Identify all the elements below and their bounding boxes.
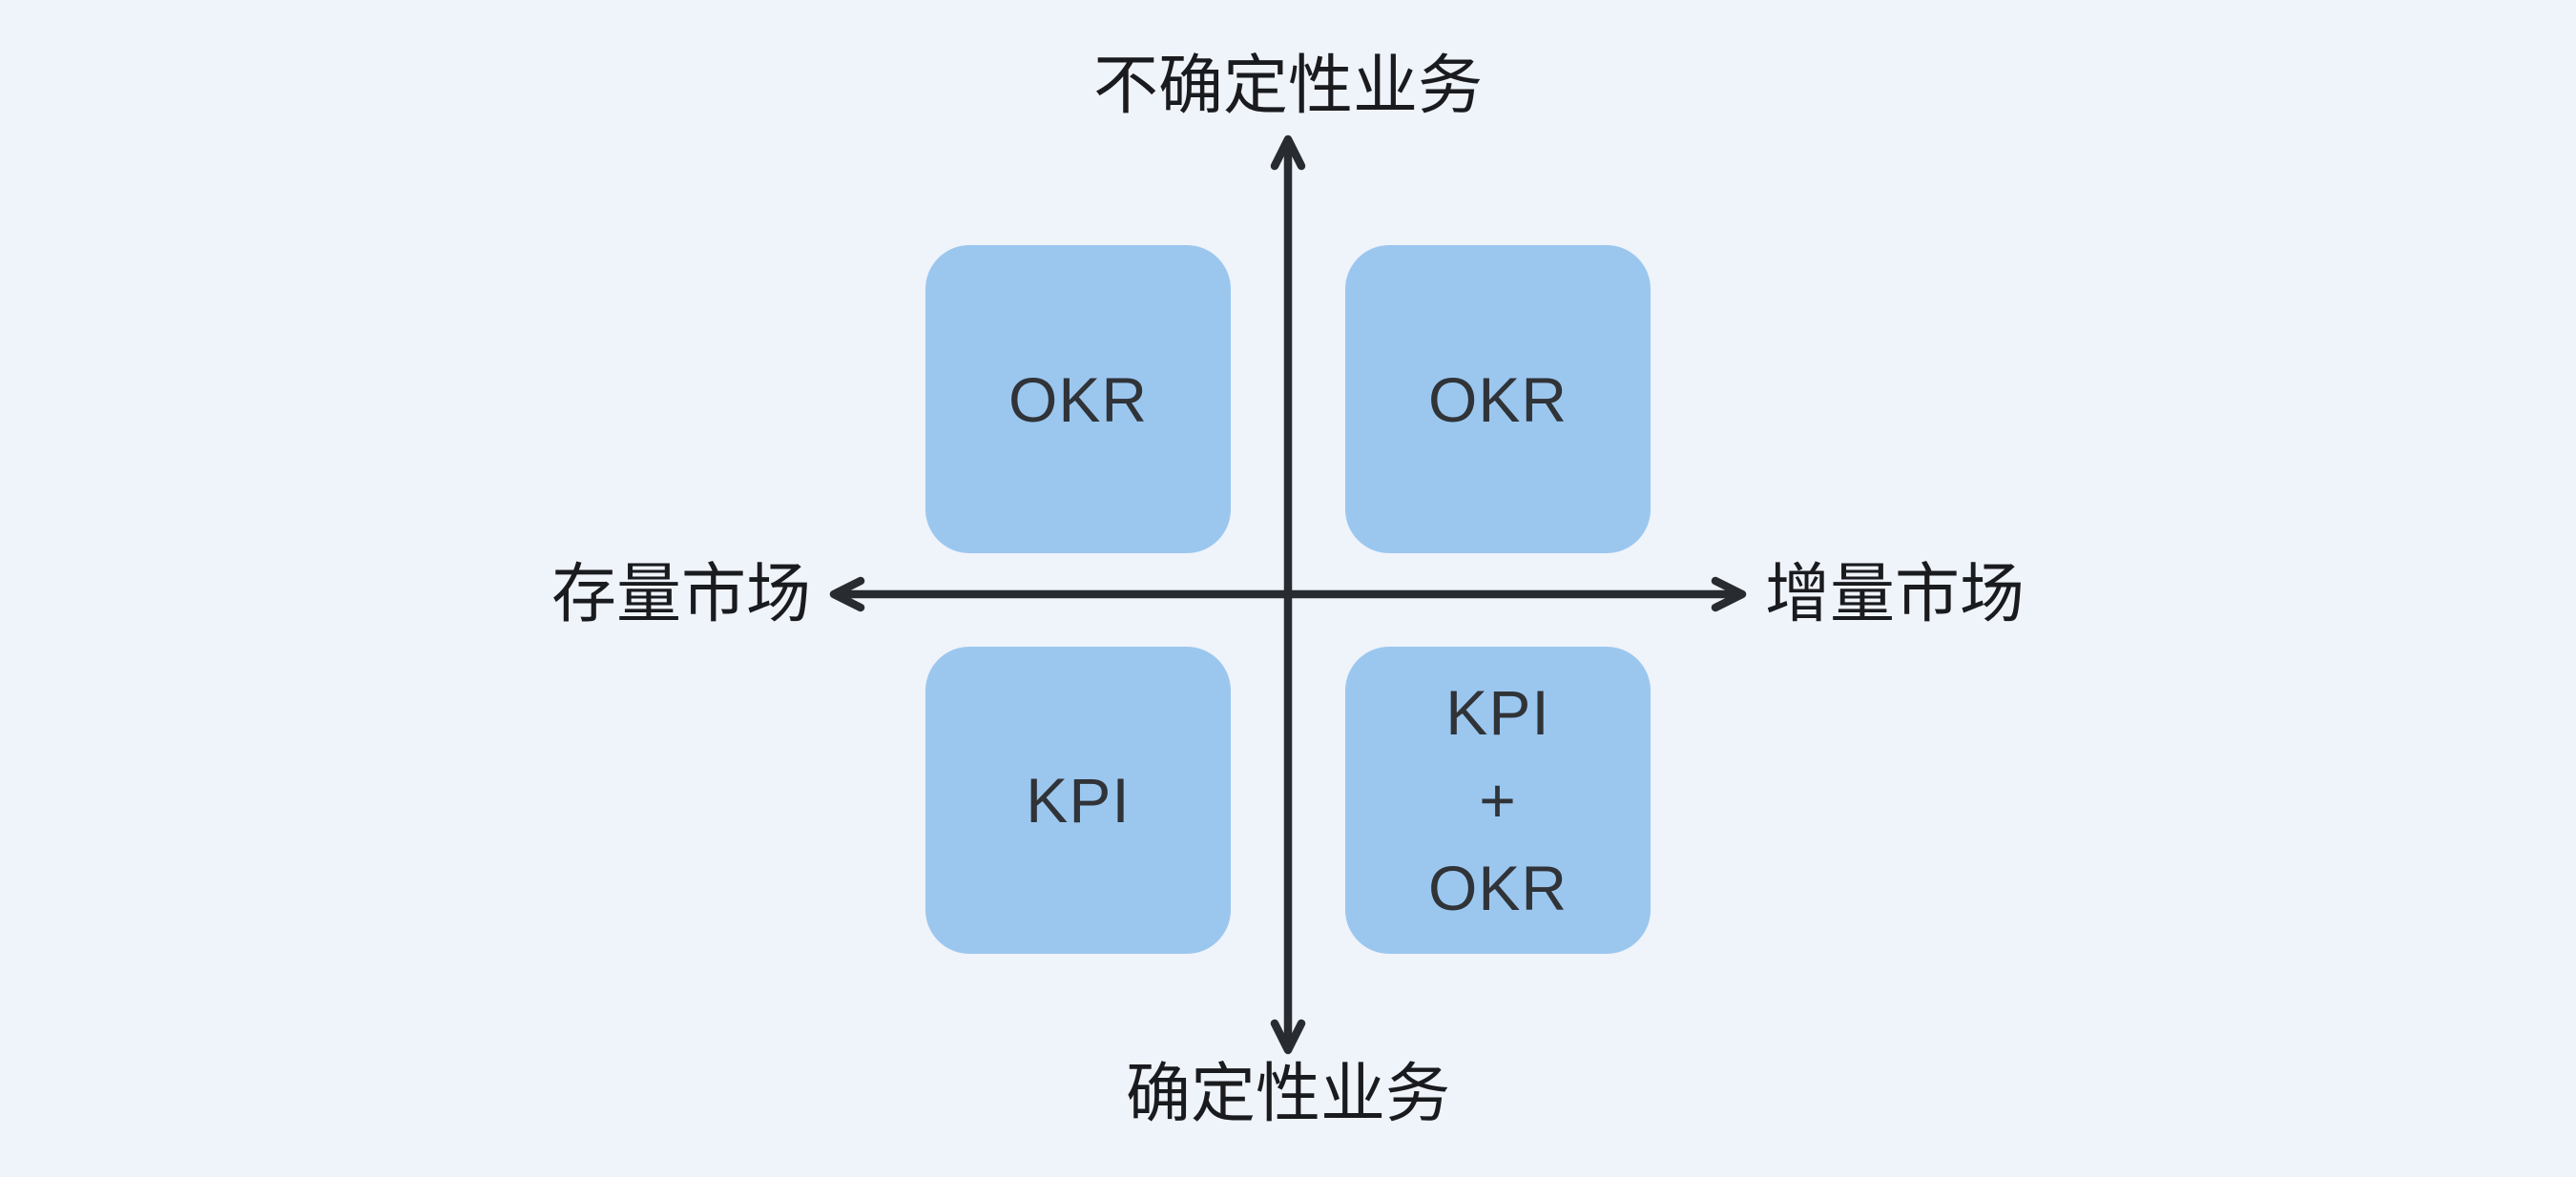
quadrant-bottom-right-line2: + <box>1479 765 1517 836</box>
axis-label-bottom: 确定性业务 <box>1125 1058 1451 1130</box>
axis-label-left: 存量市场 <box>551 558 812 630</box>
arrowhead-right-icon <box>1711 576 1747 612</box>
arrowhead-left-icon <box>829 576 865 612</box>
quadrant-bottom-left: KPI <box>925 647 1231 954</box>
axis-label-top: 不确定性业务 <box>1092 50 1484 122</box>
quadrant-bottom-left-label: KPI <box>1026 765 1131 836</box>
quadrant-bottom-right: KPI + OKR <box>1345 647 1651 954</box>
quadrant-top-left-label: OKR <box>1008 363 1149 435</box>
arrowhead-down-icon <box>1270 1019 1306 1055</box>
quadrant-bottom-right-line3: OKR <box>1427 853 1568 923</box>
quadrant-bottom-right-line1: KPI <box>1445 677 1550 748</box>
arrowhead-up-icon <box>1270 134 1306 171</box>
quadrant-top-right: OKR <box>1345 245 1651 553</box>
quadrant-top-left: OKR <box>925 245 1231 553</box>
axis-label-right: 增量市场 <box>1765 558 2025 630</box>
quadrant-top-right-label: OKR <box>1427 363 1568 435</box>
